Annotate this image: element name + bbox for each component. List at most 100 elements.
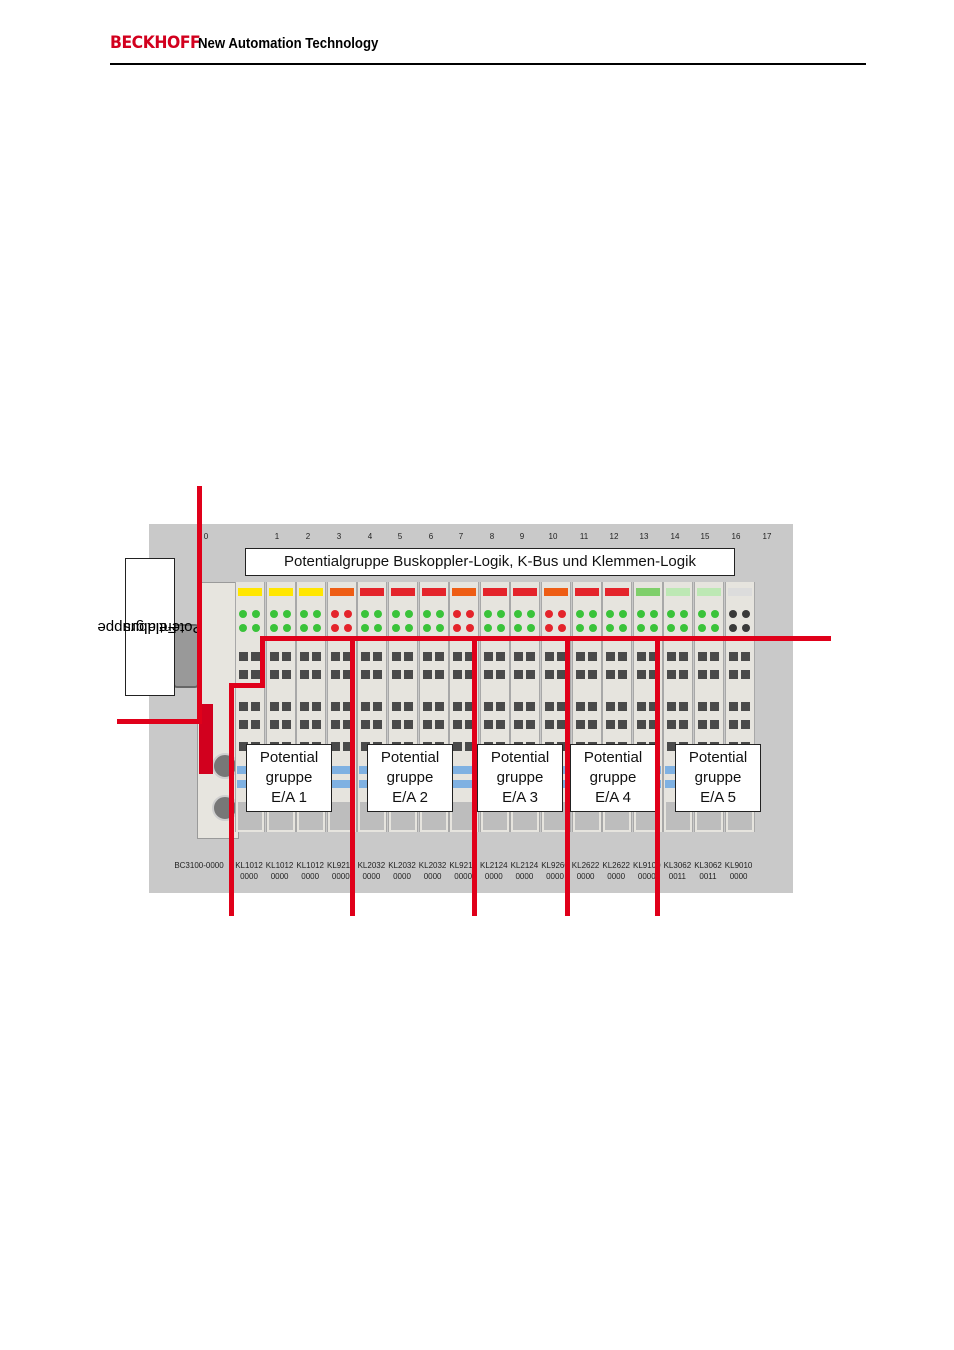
- terminal-code: 0000: [362, 872, 381, 881]
- terminal-code: 0000: [301, 872, 320, 881]
- fieldbus-group-line2: Feldbus: [123, 619, 177, 636]
- terminal-type: KL1012: [235, 861, 263, 870]
- slot-number: 9: [519, 532, 525, 541]
- terminal-type: KL2124: [510, 861, 539, 870]
- terminal-code: 0000: [423, 872, 442, 881]
- group-label-line: E/A 4: [595, 789, 631, 806]
- group-label-line: Potential: [583, 749, 643, 766]
- group-label-line: gruppe: [386, 769, 434, 786]
- terminal-code: 0000: [515, 872, 534, 881]
- group-label-line: Potential: [688, 749, 748, 766]
- terminal-type-label: KL3062 0011: [693, 860, 723, 882]
- separator-line: [229, 683, 234, 916]
- terminal-type: KL9210: [449, 861, 477, 870]
- terminal-type-label: KL2032 0000: [356, 860, 386, 882]
- group-label-line: Potential: [259, 749, 319, 766]
- terminal-code: 0000: [607, 872, 626, 881]
- slot-number: 10: [548, 532, 558, 541]
- terminal-code: 0000: [576, 872, 595, 881]
- terminal-type: KL1012: [265, 861, 294, 870]
- terminal-type: KL2124: [480, 861, 508, 870]
- terminal-type: KL1012: [296, 861, 324, 870]
- terminal-code: 0011: [668, 872, 686, 881]
- terminal-type-label: KL3062 0011: [662, 860, 692, 882]
- terminal-type-label: KL1012 0000: [265, 860, 295, 882]
- terminal-code: 0011: [699, 872, 717, 881]
- terminal-type-label: KL9210 0000: [326, 860, 356, 882]
- coupler-logo-strip: [199, 704, 213, 774]
- terminal-type-label: KL2622 0000: [601, 860, 631, 882]
- slot-number: 11: [579, 532, 589, 541]
- slot-number: 1: [274, 532, 280, 541]
- slot-number: 5: [397, 532, 403, 541]
- group-label-line: E/A 1: [271, 789, 307, 806]
- bus-terminal-figure: Potentialgruppe Buskoppler-Logik, K-Bus …: [97, 524, 793, 893]
- page-header: BECKHOFF New Automation Technology: [110, 33, 866, 65]
- group-label-line: Potential: [490, 749, 550, 766]
- logic-potential-group-label: Potentialgruppe Buskoppler-Logik, K-Bus …: [245, 548, 735, 576]
- terminal-type-label: KL9210 0000: [448, 860, 478, 882]
- separator-line: [260, 636, 831, 641]
- slot-number: 3: [336, 532, 342, 541]
- slot-number: 6: [428, 532, 434, 541]
- group-label-line: gruppe: [694, 769, 742, 786]
- terminal-code: 0000: [484, 872, 503, 881]
- slot-number: 7: [458, 532, 464, 541]
- separator-line: [565, 636, 570, 916]
- terminal-code: 0000: [729, 872, 748, 881]
- slot-number: 0: [203, 532, 209, 541]
- separator-line: [655, 636, 660, 916]
- terminal-type: KL9210: [327, 861, 355, 870]
- brand-tagline: New Automation Technology: [198, 35, 379, 52]
- slot-number: 16: [731, 532, 741, 541]
- terminal-type: KL2622: [602, 861, 630, 870]
- separator-line: [260, 636, 265, 686]
- terminal-type-label: KL9260 0000: [540, 860, 570, 882]
- terminal-code: 0000: [637, 872, 656, 881]
- slot-number: 17: [762, 532, 772, 541]
- group-label-line: E/A 5: [700, 789, 736, 806]
- terminal-code: 0000: [331, 872, 350, 881]
- group-label-line: Potential: [380, 749, 440, 766]
- terminal-type-label: KL1012 0000: [295, 860, 325, 882]
- group-label-line: E/A 3: [502, 789, 538, 806]
- terminal-type-label: KL2124 0000: [509, 860, 539, 882]
- separator-line: [229, 683, 265, 688]
- coupler-type-label: BC3100-0000: [174, 861, 224, 870]
- terminal-code: 0000: [546, 872, 564, 881]
- slot-number: 15: [700, 532, 710, 541]
- terminal-code: 0000: [270, 872, 289, 881]
- slot-number: 2: [305, 532, 311, 541]
- terminal-type: KL3062: [663, 861, 692, 870]
- group-label-line: gruppe: [496, 769, 544, 786]
- slot-number: 8: [489, 532, 495, 541]
- terminal-type: KL3062: [694, 861, 722, 870]
- terminal-type: KL2622: [571, 861, 600, 870]
- slot-number: 12: [609, 532, 619, 541]
- terminal-code: 0000: [454, 872, 473, 881]
- separator-line: [472, 636, 477, 916]
- slot-number: 14: [670, 532, 680, 541]
- terminal-type: KL2032: [357, 861, 386, 870]
- terminal-type: KL9010: [724, 861, 753, 870]
- group-label-line: gruppe: [589, 769, 637, 786]
- terminal-type: KL9100: [633, 861, 661, 870]
- separator-line: [117, 719, 202, 724]
- brand-logo: BECKHOFF: [110, 33, 201, 53]
- terminal-type-label: KL2124 0000: [479, 860, 509, 882]
- terminal-type: KL2032: [418, 861, 447, 870]
- terminal-type: KL9260: [541, 861, 569, 870]
- terminal-type-label: KL9010 0000: [724, 860, 754, 882]
- slot-number: 13: [639, 532, 649, 541]
- terminal-type-label: KL9100 0000: [632, 860, 662, 882]
- group-label-line: gruppe: [265, 769, 313, 786]
- group-label-line: E/A 2: [392, 789, 428, 806]
